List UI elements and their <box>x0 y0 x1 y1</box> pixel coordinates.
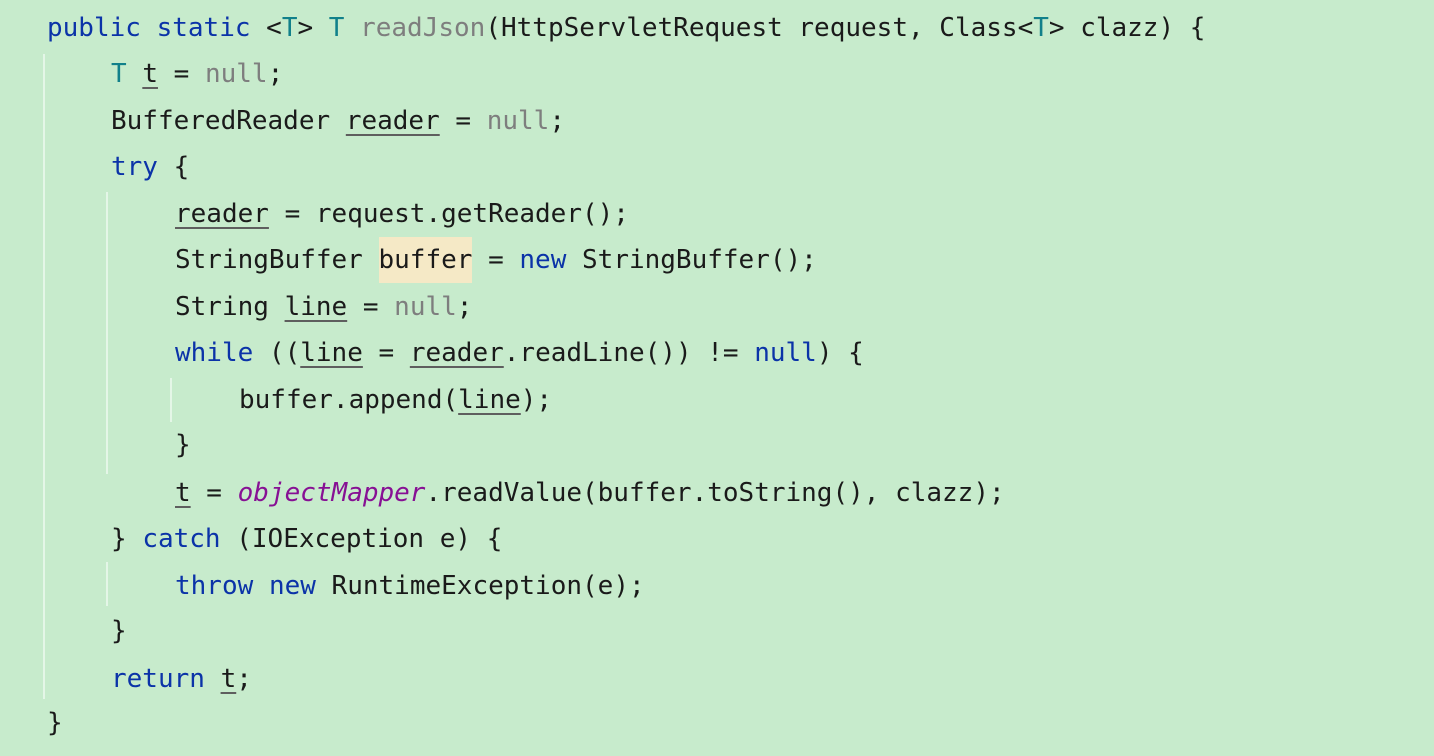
keyword-public: public <box>47 13 141 43</box>
null-literal: null <box>394 292 457 322</box>
assign-operator: = <box>190 478 238 508</box>
code-line-10[interactable]: } <box>175 422 191 468</box>
type-T: T <box>111 59 127 89</box>
paren-open: ( <box>485 13 501 43</box>
param-type-close: > <box>1048 13 1065 43</box>
variable-line: line <box>284 292 348 322</box>
null-literal: null <box>486 106 550 136</box>
code-line-3[interactable]: BufferedReader reader = null; <box>111 98 565 144</box>
statement-rest: StringBuffer(); <box>566 245 817 275</box>
param-name-request: request, <box>798 13 924 43</box>
brace-open: { <box>157 152 190 182</box>
brace-close: } <box>47 708 63 738</box>
method-name[interactable]: readJson <box>360 13 486 43</box>
variable-buffer-highlighted: buffer <box>378 237 473 283</box>
assign-operator: = <box>439 106 487 136</box>
code-line-9[interactable]: buffer.append(line); <box>239 377 552 423</box>
type-param-close: > <box>297 13 314 43</box>
semicolon: ; <box>456 292 473 322</box>
code-line-4[interactable]: try { <box>111 144 189 190</box>
code-line-5[interactable]: reader = request.getReader(); <box>175 191 629 237</box>
brace-close: } <box>175 430 191 460</box>
param-type-T: T <box>1033 13 1049 43</box>
code-line-12[interactable]: } catch (IOException e) { <box>111 516 502 562</box>
indent-guide-try-block <box>106 192 108 474</box>
code-line-6[interactable]: StringBuffer buffer = new StringBuffer()… <box>175 237 817 283</box>
code-line-7[interactable]: String line = null; <box>175 284 472 330</box>
return-type: T <box>328 13 345 43</box>
null-literal: null <box>204 59 268 89</box>
method-call: buffer.append( <box>239 385 459 415</box>
code-line-1[interactable]: public static <T> T readJson(HttpServlet… <box>47 5 1205 51</box>
assign-operator: = <box>347 292 395 322</box>
semicolon: ; <box>236 664 252 694</box>
catch-clause: (IOException e) { <box>220 524 503 554</box>
space <box>253 571 269 601</box>
code-line-8[interactable]: while ((line = reader.readLine()) != nul… <box>175 330 864 376</box>
paren-close: ); <box>520 385 553 415</box>
keyword-return: return <box>111 664 205 694</box>
param-name-clazz: clazz) <box>1080 13 1175 43</box>
indent-guide-while-block <box>170 378 172 422</box>
param-type-class: Class< <box>939 13 1034 43</box>
indent-guide-method-body <box>43 54 45 699</box>
variable-reader: reader <box>345 106 440 136</box>
constructor-call: RuntimeException(e); <box>315 571 645 601</box>
variable-line: line <box>300 338 363 368</box>
method-call: .readLine()) != <box>503 338 755 368</box>
type-param-open: < <box>266 13 282 43</box>
variable-t: t <box>175 478 191 508</box>
variable-reader: reader <box>175 199 269 229</box>
type-param: T <box>281 13 298 43</box>
type-stringbuffer: StringBuffer <box>175 245 379 275</box>
brace-open: ) { <box>816 338 864 368</box>
code-line-11[interactable]: t = objectMapper.readValue(buffer.toStri… <box>175 470 1005 516</box>
semicolon: ; <box>549 106 565 136</box>
assign-operator: = <box>472 245 520 275</box>
variable-t: t <box>220 664 237 694</box>
variable-reader: reader <box>409 338 504 368</box>
keyword-new: new <box>519 245 567 275</box>
indent-guide-catch-block <box>106 562 108 606</box>
assign-operator: = <box>157 59 205 89</box>
field-objectmapper: objectMapper <box>237 478 426 508</box>
code-line-15[interactable]: return t; <box>111 656 252 702</box>
code-line-13[interactable]: throw new RuntimeException(e); <box>175 563 645 609</box>
keyword-static: static <box>156 13 251 43</box>
assign-operator: = <box>362 338 410 368</box>
paren-open: (( <box>253 338 301 368</box>
type-bufferedreader: BufferedReader <box>111 106 331 136</box>
method-call: .readValue(buffer.toString(), clazz); <box>425 478 1005 508</box>
keyword-null: null <box>754 338 817 368</box>
keyword-catch: catch <box>142 524 221 554</box>
semicolon: ; <box>267 59 284 89</box>
code-line-16[interactable]: } <box>47 700 63 746</box>
brace-open: { <box>1189 13 1206 43</box>
code-line-14[interactable]: } <box>111 608 127 654</box>
brace-close: } <box>111 524 143 554</box>
keyword-while: while <box>175 338 254 368</box>
keyword-try: try <box>111 152 158 182</box>
type-string: String <box>175 292 285 322</box>
variable-line: line <box>458 385 521 415</box>
keyword-new: new <box>268 571 316 601</box>
code-line-2[interactable]: T t = null; <box>111 51 283 97</box>
variable-t: t <box>142 59 158 89</box>
param-type-request: HttpServletRequest <box>500 13 783 43</box>
statement-rest: = request.getReader(); <box>268 199 629 229</box>
keyword-throw: throw <box>175 571 254 601</box>
brace-close: } <box>111 616 127 646</box>
space <box>205 664 221 694</box>
